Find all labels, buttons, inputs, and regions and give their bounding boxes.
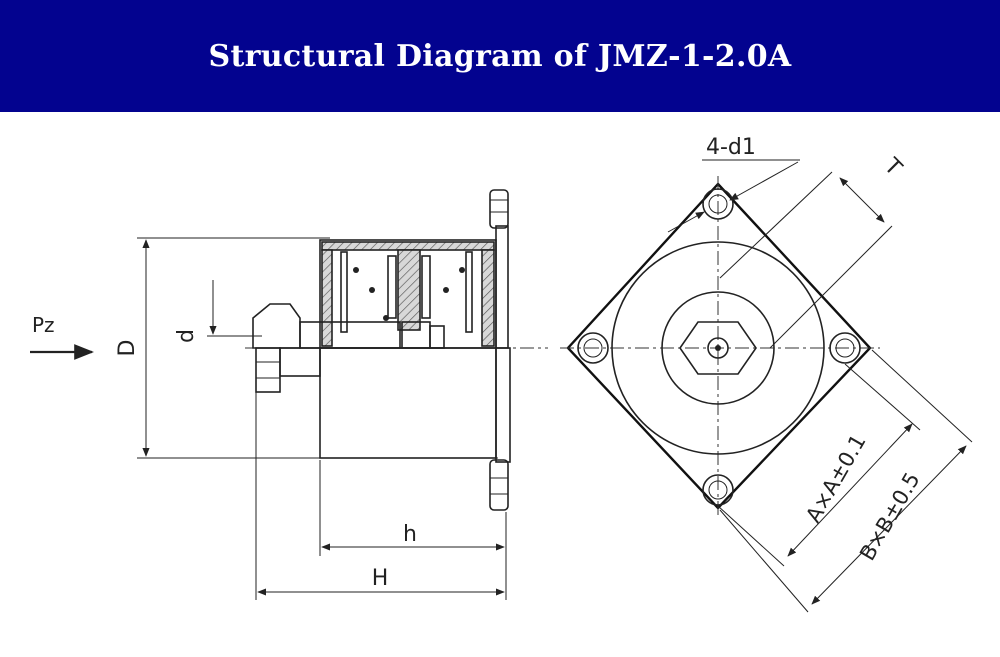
dimension-d: d <box>174 280 262 343</box>
dimension-holes-label: 4-d1 <box>706 135 756 160</box>
force-arrow: Pz <box>30 313 94 360</box>
dimension-H: H <box>255 392 505 600</box>
dimension-D-label: D <box>115 340 140 357</box>
dimension-T-label: T <box>878 153 906 181</box>
top-view: 4-d1 T A×A±0.1 B×B±0.5 <box>560 135 973 613</box>
side-view: Pz D d <box>30 189 548 600</box>
dimension-holes: 4-d1 <box>667 135 800 233</box>
dimension-H-label: H <box>372 566 389 591</box>
dimension-h-label: h <box>403 522 417 547</box>
structural-diagram: Pz D d <box>30 135 973 613</box>
dimension-T: T <box>719 153 907 349</box>
dimension-d-label: d <box>174 329 199 343</box>
title-banner: Structural Diagram of JMZ-1-2.0A <box>0 0 1000 112</box>
dimension-h: h <box>319 460 507 600</box>
page-title: Structural Diagram of JMZ-1-2.0A <box>208 38 792 74</box>
mounting-holes <box>577 188 861 506</box>
force-label: Pz <box>32 313 55 337</box>
dimension-B-label: B×B±0.5 <box>855 468 924 564</box>
